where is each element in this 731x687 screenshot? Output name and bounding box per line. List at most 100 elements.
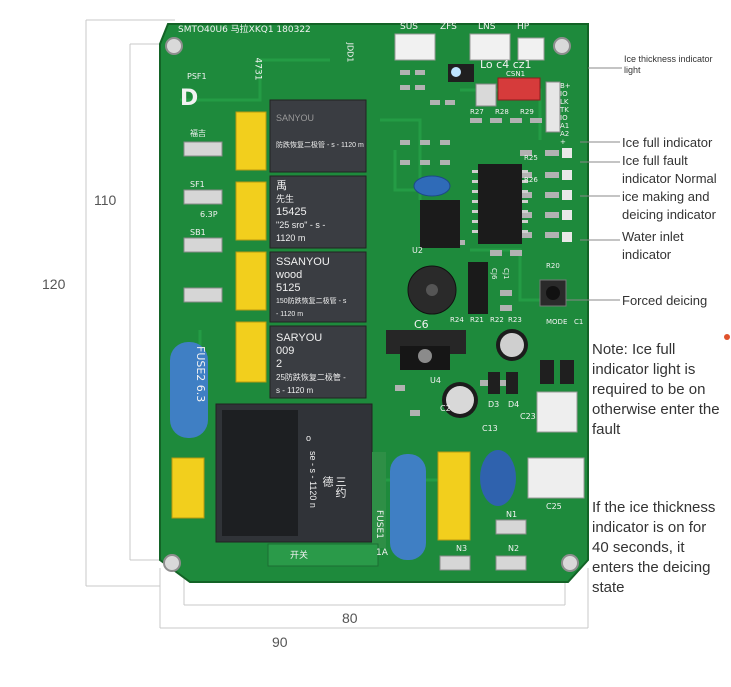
connector-side-label: CSN1: [506, 70, 526, 78]
label-cj1: CJ1: [502, 268, 510, 280]
pin-label: A1: [560, 122, 570, 130]
pin-label: B+: [560, 82, 571, 90]
big-relay-line: 三约德: [321, 476, 346, 498]
fuse1-area: [372, 452, 386, 548]
label-c1: C1: [574, 318, 584, 326]
relay-3-label: SSANYOU wood 5125 150防跌恢复二极管 - s - 1120 …: [276, 256, 364, 321]
label-mode: MODE: [546, 318, 568, 326]
resistor-r25: R25: [524, 154, 538, 162]
fuse1-label: FUSE1: [374, 510, 384, 539]
relay-2-line: 先生: [276, 194, 295, 204]
pin-label: LK: [560, 98, 569, 106]
connector-mid-label: Lo c4 cz1: [480, 58, 532, 71]
electrolytic-capacitors: [442, 329, 528, 418]
crystal-oscillator: [413, 175, 451, 197]
relay-3-line: - 1120 m: [276, 311, 304, 318]
psf-label: PSF1: [187, 72, 207, 81]
resistor-r29: R29: [520, 108, 534, 116]
red-marker: [724, 334, 730, 340]
terminal-label-63p: 6.3P: [200, 210, 218, 219]
relay-4-label: SARYOU 009 2 25防跌恢复二极管 - s - 1120 m: [276, 332, 364, 397]
label-c13: C13: [482, 424, 498, 433]
resistor-r26: R26: [524, 176, 538, 184]
connector-zfs: ZFS: [440, 22, 457, 32]
board-header: SMTO40U6 马拉XKQ1 180322: [178, 25, 311, 35]
resistor-r21: R21: [470, 316, 484, 324]
ic-chips: [420, 164, 528, 248]
connector-right-2: [527, 457, 585, 499]
label-cj6: CJ6: [490, 268, 498, 280]
label-u2: U2: [412, 246, 423, 255]
connector-lns: LNS: [478, 22, 496, 32]
label-c23: C23: [520, 412, 536, 421]
resistor-r20: R20: [546, 262, 560, 270]
label-c6: C6: [414, 318, 429, 331]
label-d3: D3: [488, 400, 500, 409]
pin-label: IO: [560, 114, 568, 122]
pin-label: A2: [560, 130, 570, 138]
label-n2: N2: [508, 544, 520, 553]
dimension-width-inner: 80: [342, 610, 358, 626]
jdd-label: JDD1: [345, 42, 355, 63]
fuse2-label: FUSE2 6.3: [194, 346, 207, 403]
relay-4-line: 2: [276, 358, 283, 370]
connector-hp: HP: [517, 22, 530, 32]
relay-2-line: "25 sro" - s -: [276, 220, 326, 230]
label-d4: D4: [508, 400, 520, 409]
pin-labels: B+ IO LK TK IO A1 A2 +: [560, 82, 571, 146]
relay-3-line: SSANYOU: [276, 256, 330, 268]
switch-area: [267, 543, 379, 567]
relay-2-line: 15425: [276, 206, 307, 218]
relay-3-line: wood: [276, 269, 303, 281]
relay-4-line: 25防跌恢复二极管 -: [276, 373, 346, 382]
resistor-r24: R24: [450, 316, 464, 324]
relay-1-label: SANYOU 防跌恢复二极管 - s - 1120 m: [276, 112, 364, 152]
callout-water-inlet: Water inlet indicator: [622, 229, 684, 262]
relay-3-line: 150防跌恢复二极管 - s: [276, 298, 347, 305]
yellow-capacitors: [171, 111, 471, 541]
callout-ice-full-fault: Ice full fault indicator Normal ice maki…: [622, 153, 717, 222]
terminal-label-sf1: SF1: [190, 180, 205, 189]
terminal-label-fuji: 福吉: [190, 129, 206, 138]
label-c2: C2: [440, 404, 451, 413]
callout-ice-thickness: Ice thickness indicator light: [624, 54, 713, 75]
callout-forced-deicing: Forced deicing: [622, 293, 708, 308]
pin-label: IO: [560, 90, 568, 98]
mounting-holes: [163, 37, 579, 572]
callout-ice-full: Ice full indicator: [622, 135, 713, 150]
callout-lines: [566, 67, 622, 301]
resistor-r28: R28: [495, 108, 509, 116]
callout-thickness-rule: If the ice thickness indicator is on for…: [592, 499, 716, 596]
pin-header: [468, 262, 488, 314]
relay-3-line: 5125: [276, 282, 301, 294]
indicator-leds: [451, 67, 572, 242]
dimension-height-outer: 120: [42, 276, 66, 292]
dimension-width-outer: 90: [272, 634, 288, 650]
board-letter: D: [180, 86, 199, 111]
big-relay-label: o se - s - 1120 n 三约德: [306, 432, 356, 508]
relay-4-line: SARYOU: [276, 332, 323, 344]
resistor-r22: R22: [490, 316, 504, 324]
forced-deicing-button: [539, 279, 567, 307]
connector-right-1: [536, 391, 578, 433]
resistor-r23: R23: [508, 316, 522, 324]
callout-note: Note: Ice full indicator light is requir…: [592, 341, 720, 438]
label-n1: N1: [506, 510, 518, 519]
relay-1-line: 防跌恢复二极管 - s - 1120 m: [276, 142, 364, 149]
big-relay-line: o: [306, 433, 312, 443]
connector-sus: SUS: [400, 22, 419, 32]
relay-1-brand: SANYOU: [276, 113, 315, 123]
relays: [215, 99, 373, 543]
dimension-height-inner: 110: [94, 192, 117, 208]
dimension-lines: [85, 19, 589, 629]
top-connectors: [394, 33, 561, 133]
chip-label: 4731: [252, 57, 263, 81]
resistor-r27: R27: [470, 108, 484, 116]
spade-terminals: [183, 141, 527, 571]
voltage-regulator: [386, 330, 466, 370]
smd-components: [395, 70, 559, 416]
transistors: [488, 360, 574, 394]
big-relay-line: se - s - 1120 n: [308, 451, 318, 508]
relay-2-line: 1120 m: [276, 233, 306, 243]
